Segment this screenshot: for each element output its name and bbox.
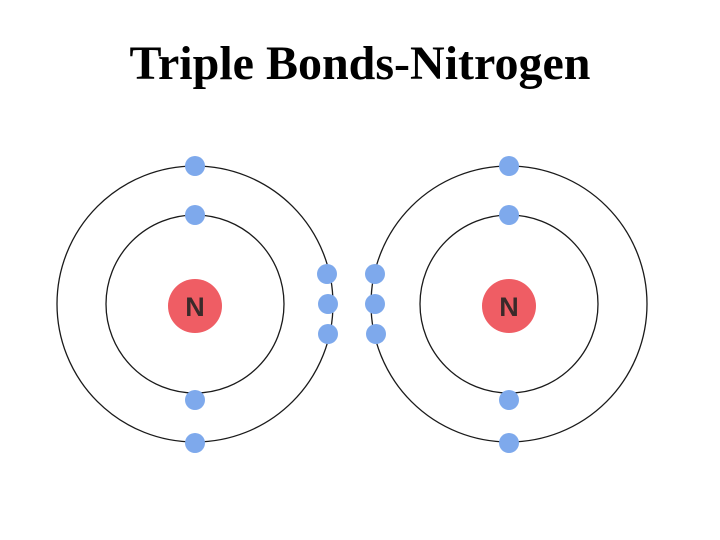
bonding-electron <box>318 324 338 344</box>
electron <box>499 205 519 225</box>
bonding-electron <box>317 264 337 284</box>
right-nucleus <box>482 279 536 333</box>
electron <box>499 156 519 176</box>
electron <box>185 433 205 453</box>
right-nucleus-label: N <box>499 292 519 322</box>
bonding-electron <box>366 324 386 344</box>
electron <box>499 433 519 453</box>
electrons <box>185 156 519 453</box>
left-nucleus <box>168 279 222 333</box>
electron <box>185 156 205 176</box>
bonding-electron <box>318 294 338 314</box>
slide-title: Triple Bonds-Nitrogen <box>129 37 591 90</box>
electron <box>499 390 519 410</box>
bonding-electron <box>365 294 385 314</box>
left-nucleus-label: N <box>185 292 205 322</box>
electron <box>185 390 205 410</box>
bonding-electron <box>365 264 385 284</box>
electron <box>185 205 205 225</box>
